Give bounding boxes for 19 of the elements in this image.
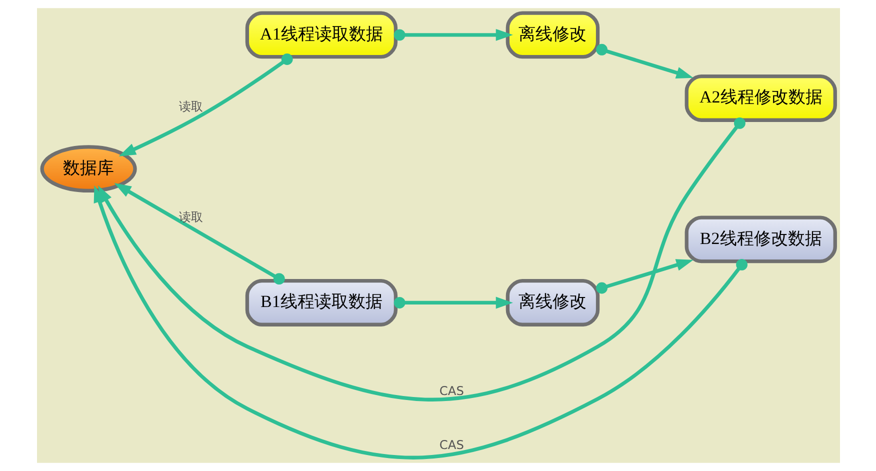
node-box: 离线修改 <box>505 11 600 59</box>
arrow <box>114 183 284 285</box>
edge-label: 读取 <box>178 99 203 114</box>
arrow <box>93 185 748 460</box>
node-box: 离线修改 <box>505 278 600 326</box>
node-box: A2线程修改数据 <box>684 74 836 122</box>
arrow <box>393 296 512 309</box>
node-box: B1线程读取数据 <box>244 278 398 326</box>
node-box: A1线程读取数据 <box>244 11 398 59</box>
edge-label: CAS <box>438 384 464 398</box>
arrow <box>118 54 292 156</box>
node-ellipse: 数据库 <box>40 145 136 193</box>
edge-label: CAS <box>438 438 464 452</box>
node-box: B2线程修改数据 <box>684 216 836 264</box>
arrow <box>596 259 693 294</box>
arrow <box>393 28 512 41</box>
arrow <box>596 44 693 79</box>
arrow <box>97 118 745 402</box>
edge-label: 读取 <box>178 210 203 224</box>
